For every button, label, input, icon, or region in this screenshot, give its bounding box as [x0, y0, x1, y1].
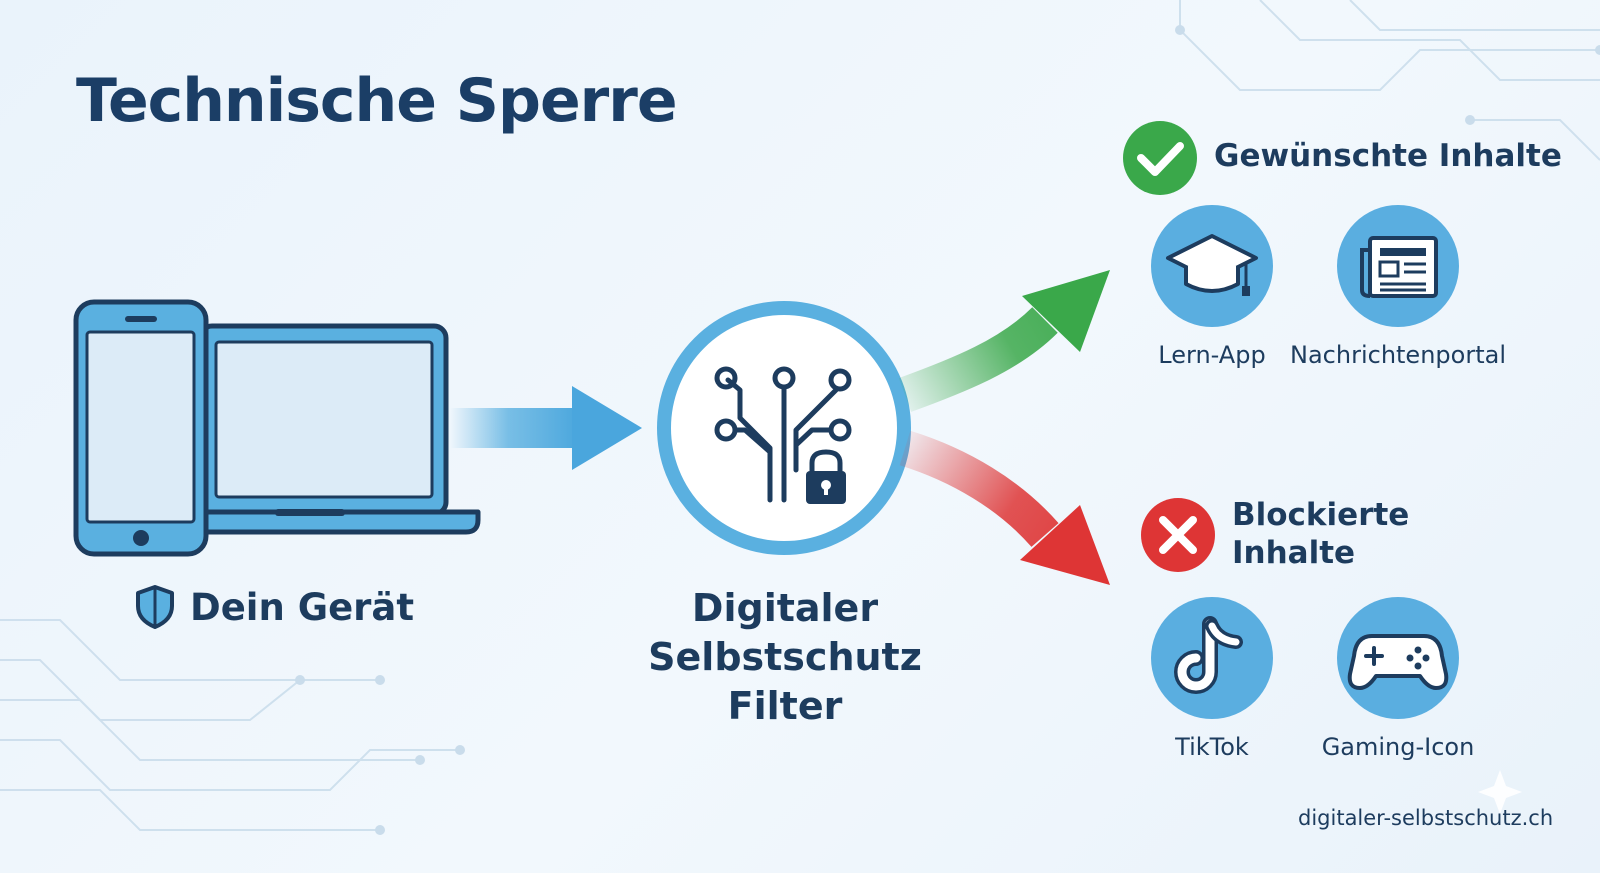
footer-url: digitaler-selbstschutz.ch [1298, 806, 1554, 830]
allowed-heading: Gewünschte Inhalte [1214, 138, 1562, 174]
sparkle-icon [1478, 770, 1522, 814]
device-illustration [73, 299, 481, 557]
device-label-text: Dein Gerät [190, 585, 415, 629]
item-label-tiktok: TikTok [1175, 733, 1249, 761]
laptop-icon [177, 323, 481, 535]
filter-label: Digitaler Selbstschutz Filter [630, 584, 940, 731]
checkmark-icon [1123, 121, 1197, 195]
filter-label-line: Filter [727, 684, 843, 728]
page-title: Technische Sperre [76, 66, 678, 136]
blocked-heading: Blockierte Inhalte [1232, 497, 1410, 571]
lock-icon [806, 449, 846, 504]
allowed-arrow [898, 270, 1110, 412]
filter-label-line: Selbstschutz [648, 635, 922, 679]
graduation-cap-icon [1151, 205, 1273, 327]
item-label-lern-app: Lern-App [1158, 341, 1266, 369]
item-label-gaming: Gaming-Icon [1321, 733, 1475, 761]
circuit-lock-icon [714, 366, 852, 503]
device-label: Dein Gerät [134, 584, 414, 630]
filter-label-line: Digitaler [691, 586, 879, 630]
x-icon [1141, 498, 1215, 572]
gamepad-icon [1337, 597, 1459, 719]
blocked-arrow [899, 430, 1110, 585]
shield-icon [136, 585, 174, 629]
input-arrow [450, 386, 642, 470]
smartphone-icon [73, 299, 209, 557]
newspaper-icon [1337, 205, 1459, 327]
item-label-nachrichtenportal: Nachrichtenportal [1290, 341, 1506, 369]
filter-node [657, 301, 911, 555]
tiktok-icon [1151, 597, 1273, 719]
